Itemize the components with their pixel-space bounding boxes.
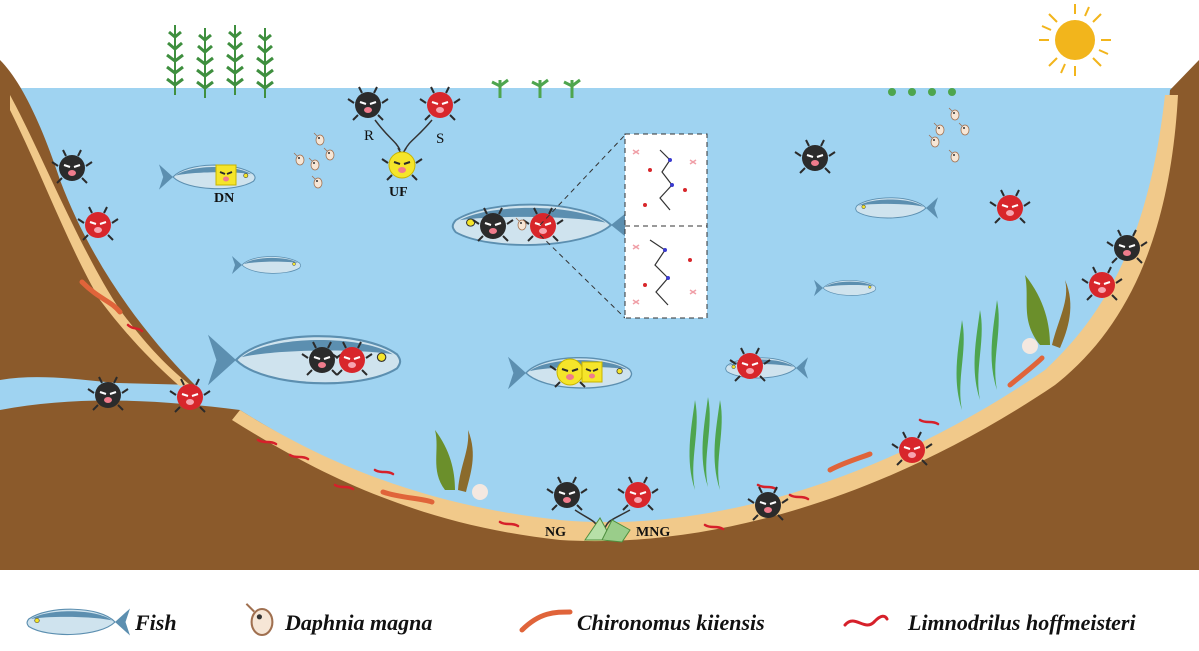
mng-molecule-icon [601,519,631,543]
left-bank [0,60,195,385]
square-molecule-icon [581,361,603,383]
fish-icon [26,607,131,637]
duckweed-icon [888,88,956,96]
legend-label-daphnia: Daphnia magna [284,610,432,635]
floating-plant-icon [491,78,581,98]
label-uf: UF [389,185,408,200]
label-s: S [436,131,444,147]
legend-label-chironomus: Chironomus kiiensis [577,610,765,635]
label-dn: DN [214,191,234,206]
sun-icon [1039,4,1111,76]
legend: Fish Daphnia magna Chironomus kiiensis L… [26,602,1136,637]
label-mng: MNG [636,525,670,540]
seaweed-icon [435,275,1071,492]
lake-bed [0,60,1199,570]
chironomus-worm-icon [79,279,1045,505]
limnodrilus-worm-icon [843,614,889,627]
shell-icon [472,484,488,500]
docking-zoom-panel [539,133,708,319]
legend-label-limnodrilus: Limnodrilus hoffmeisteri [907,610,1136,635]
square-molecule-icon [215,164,237,186]
daphnia-icon [245,602,274,637]
chironomus-worm-icon [519,609,573,633]
limnodrilus-worm-icon [126,323,940,531]
aquatic-plant-icon [165,23,275,100]
label-ng: NG [545,525,566,540]
label-r: R [364,128,374,144]
shell-icon [1022,338,1038,354]
legend-label-fish: Fish [134,610,177,635]
